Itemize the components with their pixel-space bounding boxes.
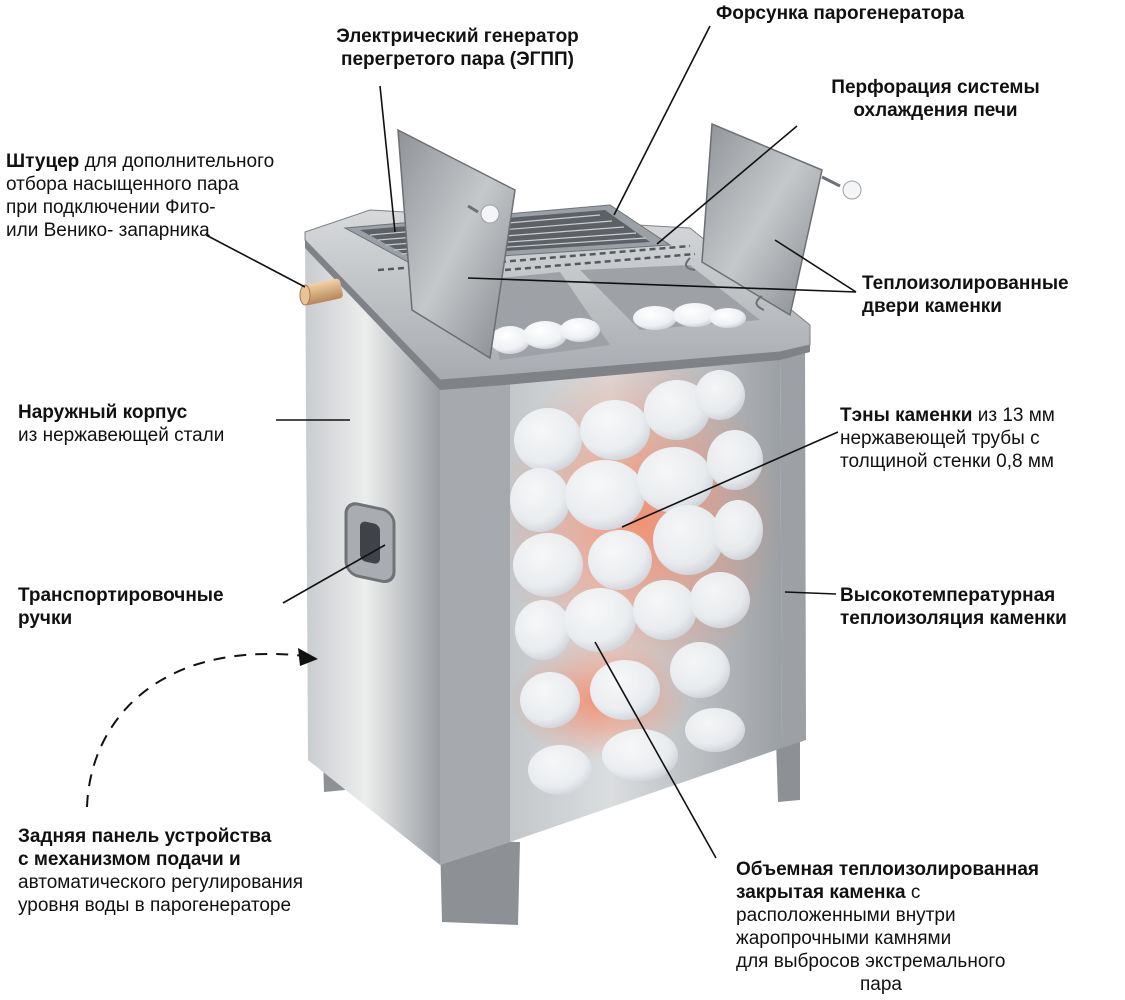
label-fitting: Штуцер для дополнительного отбора насыще…	[6, 151, 275, 241]
label-stone-chamber: Объемная теплоизолированная закрытая кам…	[736, 859, 1040, 995]
label-steam-generator: Электрический генератор перегретого пара…	[336, 26, 579, 70]
left-door	[397, 128, 516, 360]
steam-fitting	[299, 278, 343, 306]
outer-body-right-edge	[780, 342, 806, 748]
leader-lines	[205, 25, 857, 859]
dashed-curved-arrow-icon	[86, 648, 318, 808]
label-cooling-perforation: Перфорация системы охлаждения печи	[831, 77, 1040, 121]
label-doors: Теплоизолированные двери каменки	[862, 273, 1069, 317]
right-door	[685, 122, 862, 317]
label-injector: Форсунка парогенератора	[716, 3, 965, 24]
label-insulation: Высокотемпературная теплоизоляция каменк…	[840, 585, 1067, 629]
label-transport-handles: Транспортировочные ручки	[18, 585, 224, 629]
label-heating-elements: Тэны каменки из 13 мм нержавеющей трубы …	[840, 405, 1055, 472]
transport-handle	[344, 502, 396, 583]
stones-visible	[500, 350, 780, 795]
label-back-panel: Задняя панель устройства с механизмом по…	[18, 826, 304, 916]
stones-top	[480, 265, 760, 360]
label-outer-body: Наружный корпус из нержавеющей стали	[18, 402, 225, 446]
